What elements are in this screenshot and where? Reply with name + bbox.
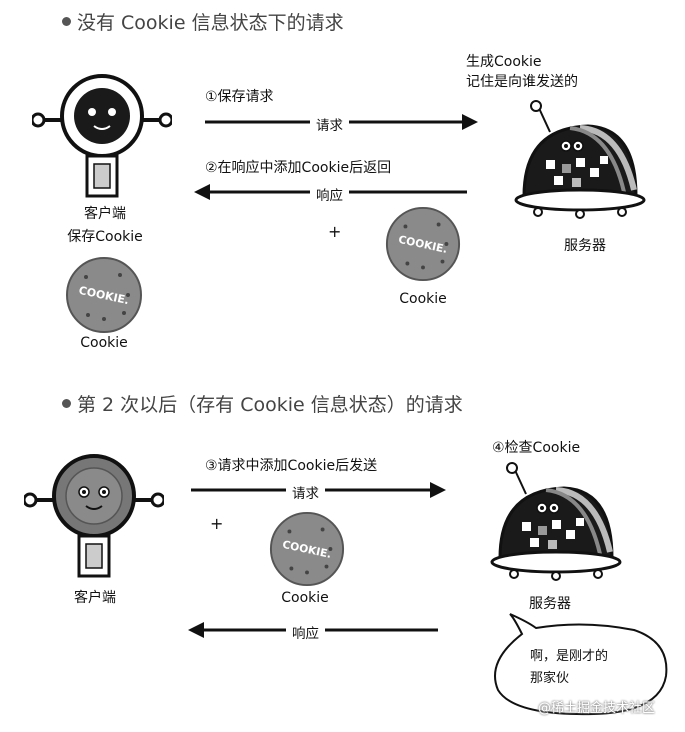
client-note: 保存Cookie: [67, 229, 143, 245]
cookie-icon: COOKIE.: [269, 511, 345, 587]
cookie-icon: COOKIE.: [385, 206, 461, 282]
server-label-1: 服务器: [564, 238, 606, 254]
server-note: 生成Cookie 记住是向谁发送的: [466, 52, 578, 92]
server-note-line2: 记住是向谁发送的: [466, 74, 578, 90]
cookie-label-response: Cookie: [399, 291, 447, 307]
cookie-label-client: Cookie: [80, 335, 128, 351]
bubble-text: 啊，是刚才的 那家伙: [530, 646, 608, 690]
step1-label: ①保存请求: [205, 89, 274, 105]
server-icon: [490, 462, 622, 581]
client-label: 客户端: [84, 206, 126, 222]
client-label-2: 客户端: [74, 590, 116, 606]
client-robot-icon: [24, 454, 164, 578]
step4-label: ④检查Cookie: [492, 440, 581, 456]
section1-title: 没有 Cookie 信息状态下的请求: [62, 8, 344, 35]
step3-label: ③请求中添加Cookie后发送: [205, 458, 378, 474]
bullet-icon: [62, 17, 71, 26]
request-label-2: 请求: [286, 482, 325, 502]
plus-sign-1: +: [328, 222, 342, 241]
watermark-text: @稀土掘金技术社区: [538, 701, 656, 716]
cookie-label-request: Cookie: [281, 590, 329, 606]
cookie-icon: COOKIE.: [66, 257, 142, 333]
section2-title: 第 2 次以后（存有 Cookie 信息状态）的请求: [62, 390, 463, 417]
bullet-icon: [62, 399, 71, 408]
server-icon: [514, 100, 646, 219]
response-label-2: 响应: [286, 622, 325, 642]
server-label-2: 服务器: [529, 596, 571, 612]
response-label-1: 响应: [310, 184, 349, 204]
speech-bubble: [494, 613, 668, 716]
server-note-line1: 生成Cookie: [466, 54, 542, 70]
bubble-line1: 啊，是刚才的: [530, 649, 609, 664]
plus-sign-2: +: [210, 514, 224, 533]
request-label-1: 请求: [310, 114, 349, 134]
client-robot-icon: [32, 74, 172, 198]
bubble-line2: 那家伙: [530, 671, 570, 686]
step2-label: ②在响应中添加Cookie后返回: [205, 160, 392, 176]
